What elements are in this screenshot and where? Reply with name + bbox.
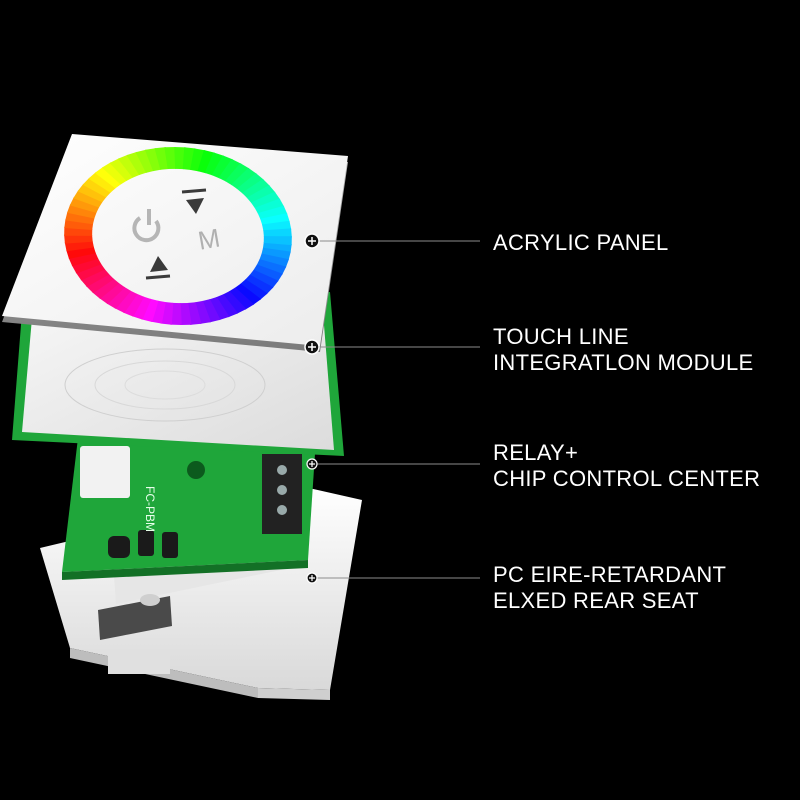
rgb-ring-segment — [204, 152, 225, 176]
rgb-ring-segment — [208, 296, 230, 321]
callout-line: RELAY+ — [493, 440, 579, 465]
rgb-ring-segment — [82, 177, 112, 198]
rgb-ring-segment — [94, 166, 122, 189]
rgb-ring-segment — [246, 185, 276, 204]
rgb-ring-segment — [65, 211, 95, 225]
rgb-ring-segment — [123, 293, 145, 317]
leader-lines — [312, 240, 480, 579]
rgb-ring-segment — [67, 204, 97, 219]
callout-touch-line-module: TOUCH LINE INTEGRATLON MODULE — [493, 324, 753, 376]
rgb-ring-segment — [109, 158, 134, 181]
mode-m-icon: M — [196, 223, 223, 256]
rgb-ring-segment — [241, 178, 270, 199]
power-icon — [132, 209, 161, 243]
rgb-ring-segment — [239, 279, 268, 300]
plus-circle-icon — [304, 339, 320, 355]
rgb-ring-segment — [231, 167, 257, 190]
callout-line: CHIP CONTROL CENTER — [493, 466, 761, 491]
rgb-ring-segment — [249, 269, 279, 289]
rgb-ring-segment — [92, 278, 120, 299]
play-down-icon — [145, 256, 171, 280]
rgb-ring-segment — [141, 298, 159, 322]
rgb-ring-segment — [261, 247, 291, 261]
rgb-ring-segment — [69, 197, 100, 213]
rgb-ring-segment — [174, 146, 186, 170]
rgb-ring-segment — [262, 220, 292, 232]
plus-circle-icon — [306, 458, 318, 470]
rgb-ring-segment — [80, 268, 110, 287]
rgb-ring-segment — [236, 173, 264, 194]
rgb-ring-segment — [244, 274, 274, 295]
rgb-ring-segment — [73, 190, 103, 208]
rgb-ring-segment — [190, 148, 206, 172]
callout-line: ELXED REAR SEAT — [493, 588, 699, 613]
rgb-ring-segment — [68, 252, 99, 267]
callout-line: ACRYLIC PANEL — [493, 230, 669, 255]
rgb-ring-segment — [250, 191, 281, 209]
rgb-ring-segment — [64, 219, 94, 231]
rgb-ring-segment — [75, 263, 106, 281]
rgb-ring-segment — [164, 146, 177, 170]
rgb-ring-segment — [77, 183, 107, 203]
rgb-ring-segment — [131, 296, 152, 320]
rgb-ring-segment — [64, 234, 93, 244]
svg-text:M: M — [196, 223, 223, 256]
callout-relay-chip: RELAY+ CHIP CONTROL CENTER — [493, 440, 760, 492]
rgb-ring-segment — [86, 273, 115, 294]
callout-line: PC EIRE-RETARDANT — [493, 562, 727, 587]
rgb-ring-segment — [228, 287, 255, 310]
callout-line: TOUCH LINE — [493, 324, 629, 349]
rgb-ring-segment — [224, 163, 250, 186]
pcb-silkscreen-label: FC-PBM — [143, 486, 157, 532]
rgb-ring-segment — [254, 198, 285, 214]
rgb-ring-segment — [262, 241, 292, 253]
rgb-ring-segment — [150, 300, 166, 324]
rgb-ring-segment — [170, 302, 182, 326]
acrylic-panel-part: M — [2, 134, 348, 352]
rgb-ring-segment — [256, 259, 287, 275]
rgb-ring-segment — [218, 158, 242, 182]
rgb-ring-segment — [211, 155, 233, 179]
rgb-ring-segment — [201, 299, 221, 323]
rgb-ring-segment — [263, 228, 292, 238]
rgb-ring-segment — [101, 162, 128, 185]
rgb-ring-segment — [234, 283, 262, 306]
rgb-ring-segment — [179, 302, 192, 326]
rgb-ring-segment — [215, 294, 239, 318]
rgb-ring-segment — [257, 205, 288, 220]
rgb-ring-segment — [253, 264, 283, 282]
rgb-ring-segment — [71, 258, 102, 274]
rgb-ring-segment — [197, 150, 215, 174]
rgb-ring-segment — [117, 154, 141, 178]
rgb-ring-segment — [106, 286, 132, 309]
rgb-ring-segment — [135, 149, 155, 173]
rgb-color-ring — [64, 146, 292, 326]
rgb-ring-segment — [114, 290, 138, 314]
rgb-ring-segment — [222, 291, 247, 314]
rgb-ring-segment — [259, 253, 289, 268]
play-up-icon — [181, 188, 207, 214]
plus-circle-icon — [304, 233, 320, 249]
callout-line: INTEGRATLON MODULE — [493, 350, 754, 375]
callout-rear-seat: PC EIRE-RETARDANT ELXED REAR SEAT — [493, 562, 726, 614]
rgb-ring-segment — [88, 172, 117, 193]
rgb-ring-segment — [263, 236, 292, 246]
rgb-ring-segment — [64, 240, 94, 252]
rgb-ring-segment — [99, 282, 125, 305]
plus-circle-icon — [306, 572, 318, 584]
callout-acrylic-panel: ACRYLIC PANEL — [493, 230, 669, 256]
rgb-ring-segment — [126, 151, 148, 176]
